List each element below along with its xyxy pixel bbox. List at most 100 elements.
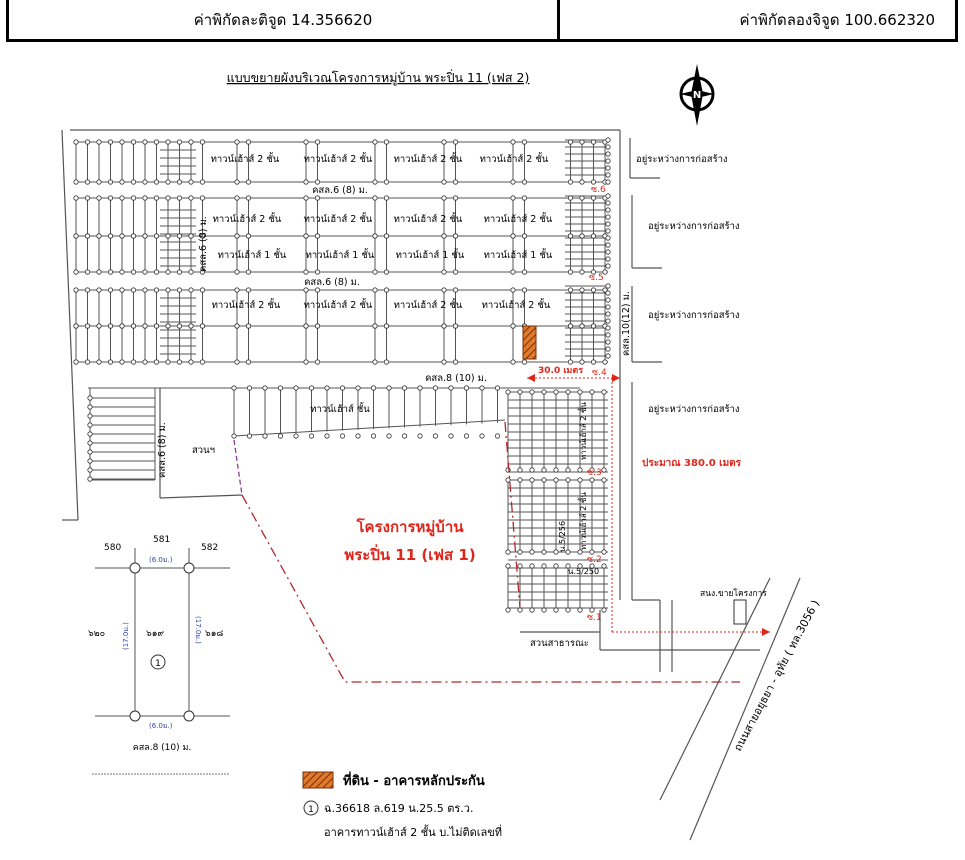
collateral-parcel (522, 325, 537, 360)
boundary-marker (130, 287, 137, 293)
boundary-marker (579, 233, 585, 239)
boundary-marker (231, 433, 237, 439)
boundary-marker (119, 179, 125, 185)
boundary-marker (234, 179, 240, 185)
boundary-marker (73, 269, 79, 275)
boundary-marker (355, 385, 361, 391)
road-labels: คสล.6 (8) ม. คสล.6 (8) ม. คสล.8 (10) ม. … (157, 185, 632, 478)
inset-lot-number: ๖๒๐ (88, 629, 105, 639)
block-label: ทาวน์เฮ้าส์ 1 ชั้น (306, 248, 375, 261)
boundary-marker (589, 549, 595, 555)
boundary-marker (529, 389, 535, 395)
boundary-marker (605, 318, 611, 324)
road-label: คสล.10(12) ม. (621, 291, 632, 356)
boundary-marker (84, 233, 91, 239)
boundary-marker (579, 195, 585, 201)
boundary-marker (73, 287, 79, 293)
boundary-marker (517, 563, 523, 569)
boundary-marker (153, 269, 160, 275)
boundary-marker (529, 549, 535, 555)
construction-label: อยู่ระหว่างการก่อสร้าง (648, 221, 740, 232)
boundary-marker (605, 256, 611, 262)
boundary-marker (383, 269, 390, 275)
boundary-marker (370, 433, 377, 439)
boundary-marker (293, 385, 299, 391)
boundary-marker (165, 287, 171, 293)
boundary-marker (441, 139, 447, 145)
boundary-marker (452, 359, 459, 365)
arrow-head-icon (527, 374, 535, 382)
boundary-marker (142, 195, 148, 201)
inset-lot-number: ๖๑๙ (146, 629, 164, 639)
soi-labels: ซ.6 ซ.5 ซ.4 ซ.3 ซ.2 ซ.1 (587, 185, 607, 623)
boundary-marker (84, 195, 91, 201)
boundary-marker (308, 433, 315, 439)
boundary-marker (84, 287, 91, 293)
boundary-marker (529, 467, 535, 473)
boundary-marker (605, 165, 611, 171)
arrow-head-icon (762, 628, 770, 636)
outer-boundary (61, 129, 760, 651)
block-label: ทาวน์เฮ้าส์ 2 ชั้น (394, 152, 463, 165)
boundary-marker (605, 325, 611, 331)
boundary-marker (494, 385, 501, 391)
boundary-marker (605, 339, 611, 345)
legend-marker-number: 1 (308, 805, 314, 815)
boundary-marker (510, 269, 516, 275)
boundary-marker (119, 269, 125, 275)
boundary-marker (119, 323, 125, 329)
boundary-marker (602, 269, 608, 275)
boundary-marker (107, 287, 114, 293)
phase1-title-line2: พระปิ่น 11 (เฟส 1) (344, 544, 475, 564)
boundary-marker (441, 179, 447, 185)
boundary-marker (577, 563, 583, 569)
boundary-marker (231, 385, 237, 391)
boundary-marker (601, 477, 607, 483)
boundary-marker (245, 139, 252, 145)
boundary-marker (293, 433, 299, 439)
phase1-title-line1: โครงการหมู่บ้าน (355, 517, 464, 537)
boundary-marker (605, 249, 611, 255)
block-labels: ทาวน์เฮ้าส์ 2 ชั้น ทาวน์เฮ้าส์ 2 ชั้น ทา… (211, 152, 553, 415)
boundary-marker (372, 287, 378, 293)
boundary-marker (383, 287, 390, 293)
boundary-marker (605, 311, 611, 317)
boundary-marker (589, 389, 595, 395)
boundary-marker (303, 269, 309, 275)
boundary-marker (605, 235, 611, 241)
boundary-marker (73, 179, 79, 185)
boundary-marker (245, 269, 252, 275)
block-label: ทาวน์เฮ้าส์ 1 ชั้น (484, 248, 553, 261)
boundary-marker (308, 385, 315, 391)
boundary-marker (119, 287, 125, 293)
boundary-marker (96, 139, 102, 145)
road-label: คสล.8 (10) ม. (425, 373, 487, 384)
boundary-marker (601, 549, 607, 555)
boundary-marker (601, 563, 607, 569)
boundary-marker (579, 269, 585, 275)
boundary-marker (234, 323, 240, 329)
boundary-marker (521, 359, 528, 365)
boundary-marker (199, 179, 206, 185)
boundary-marker (605, 332, 611, 338)
boundary-marker (417, 385, 423, 391)
inset-lot-number: 580 (104, 543, 121, 553)
boundary-marker (314, 269, 321, 275)
boundary-marker (165, 359, 171, 365)
boundary-marker (565, 549, 571, 555)
boundary-marker (199, 359, 206, 365)
boundary-marker (590, 359, 597, 365)
legend-line2: อาคารทาวน์เฮ้าส์ 2 ชั้น บ.ไม่ติดเลขที่ (324, 824, 502, 839)
boundary-marker (541, 563, 547, 569)
boundary-marker (452, 323, 459, 329)
boundary-marker (441, 195, 447, 201)
inset-lot-number: 581 (153, 535, 170, 545)
boundary-marker (314, 287, 321, 293)
sales-office-building (733, 599, 747, 625)
boundary-marker (96, 287, 102, 293)
arrow-head-icon (612, 374, 620, 382)
boundary-marker (401, 433, 408, 439)
boundary-marker (234, 195, 240, 201)
park-label: สวนฯ (192, 445, 215, 456)
boundary-marker (199, 233, 206, 239)
